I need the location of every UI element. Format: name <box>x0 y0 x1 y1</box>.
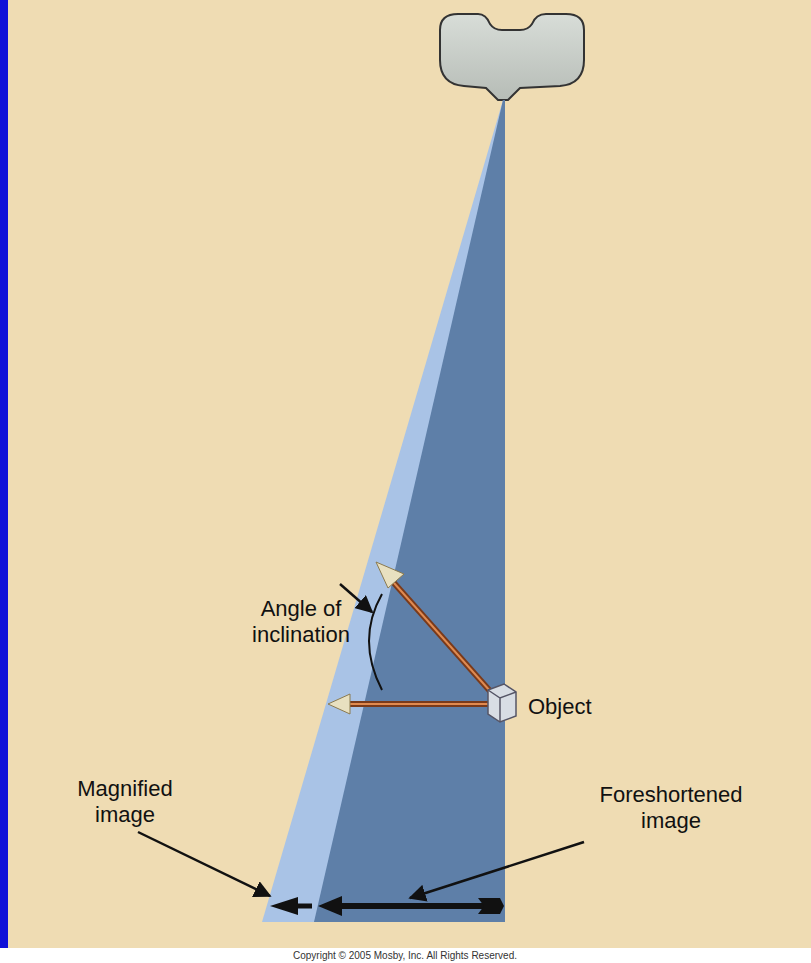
beam-outer <box>262 100 505 922</box>
angle-arc <box>369 594 382 690</box>
angle-label: Angle of inclination <box>236 596 366 648</box>
leader-line <box>340 584 372 612</box>
leader-line <box>410 842 584 898</box>
object-arrow-inclined-core <box>386 574 498 700</box>
magnified-arrow-shaft <box>296 904 312 909</box>
object-block <box>488 684 516 722</box>
magnified-arrowhead <box>270 897 298 915</box>
leader-line <box>138 832 270 896</box>
x-ray-tube-head <box>440 14 584 100</box>
object-arrow-inclined <box>386 574 498 700</box>
object-arrow-horizontal <box>342 701 496 707</box>
object-label: Object <box>528 694 648 720</box>
copyright-note: Copyright © 2005 Mosby, Inc. All Rights … <box>255 950 555 962</box>
image-arrow-tail <box>478 898 504 914</box>
object-block-edge <box>488 690 516 722</box>
arrowhead <box>328 694 350 714</box>
foreshortened-label: Foreshortened image <box>596 782 746 834</box>
image-arrow <box>336 903 500 909</box>
arrowhead <box>376 562 404 588</box>
magnified-label: Magnified image <box>70 776 180 828</box>
image-arrowhead <box>318 896 342 916</box>
beam-inner <box>314 100 505 922</box>
object-arrow-horizontal-core <box>342 703 496 705</box>
